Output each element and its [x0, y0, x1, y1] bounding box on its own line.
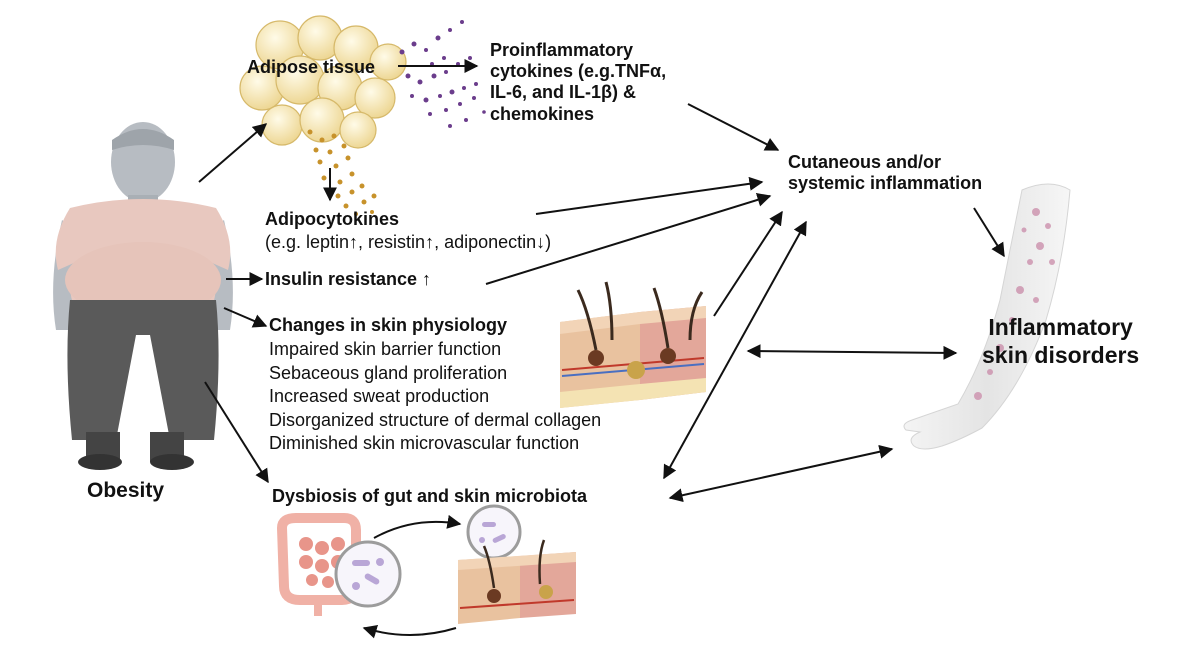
skin-cross-section-small-icon: [458, 539, 576, 624]
arrow-dysbiosis-disorders: [668, 444, 894, 503]
arrows: [198, 59, 1005, 639]
cytokine-dots: [399, 20, 486, 128]
arrow-gut-to-skin: [373, 514, 462, 539]
adipose-tissue-label: Adipose tissue: [247, 57, 376, 77]
arrow-obesity-dysbiosis: [204, 381, 269, 484]
adipocytokines-detail: (e.g. leptin↑, resistin↑, adiponectin↓): [265, 232, 552, 252]
arrow-dysbiosis-inflammation: [663, 220, 807, 480]
inflammation-label: Cutaneous and/or systemic inflammation: [788, 152, 983, 194]
arrow-skin-to-gut: [362, 624, 457, 639]
dysbiosis-label: Dysbiosis of gut and skin microbiota: [272, 486, 588, 506]
inflammatory-disorders-label: Inflammatory skin disorders: [982, 314, 1140, 368]
adipocytokine-droplets: [307, 129, 377, 216]
obesity-label: Obesity: [87, 479, 165, 502]
insulin-resistance-label: Insulin resistance ↑: [265, 269, 432, 289]
arm-with-rash-icon: [903, 183, 1071, 450]
arrow-obesity-adipose: [198, 123, 268, 183]
arrow-skin-inflammation: [713, 210, 783, 317]
list-item: Increased sweat production: [269, 386, 490, 406]
list-item: Sebaceous gland proliferation: [269, 362, 508, 383]
skin-physiology-list: Impaired skin barrier function Sebaceous…: [269, 338, 601, 456]
list-item: Disorganized structure of dermal collage…: [269, 409, 602, 430]
microbiota-magnifier-icon: [334, 504, 522, 608]
adipose-tissue-icon: [239, 15, 407, 149]
skin-physiology-title: Changes in skin physiology: [269, 315, 508, 335]
arrow-skin-disorders: [746, 344, 958, 360]
arrow-obesity-skin: [223, 307, 268, 328]
arrow-insulin-inflammation: [485, 193, 772, 285]
arrow-adipocytokines-inflammation: [535, 176, 764, 215]
obese-person-icon: [53, 122, 233, 470]
adipocytokines-title: Adipocytokines: [265, 209, 400, 229]
cytokines-label: Proinflammatory cytokines (e.g.TNFα, IL-…: [490, 40, 667, 124]
list-item: Diminished skin microvascular function: [269, 433, 580, 453]
arrow-cytokines-inflammation: [687, 103, 780, 151]
arrow-inflammation-disorders: [973, 207, 1005, 258]
list-item: Impaired skin barrier function: [269, 339, 502, 359]
